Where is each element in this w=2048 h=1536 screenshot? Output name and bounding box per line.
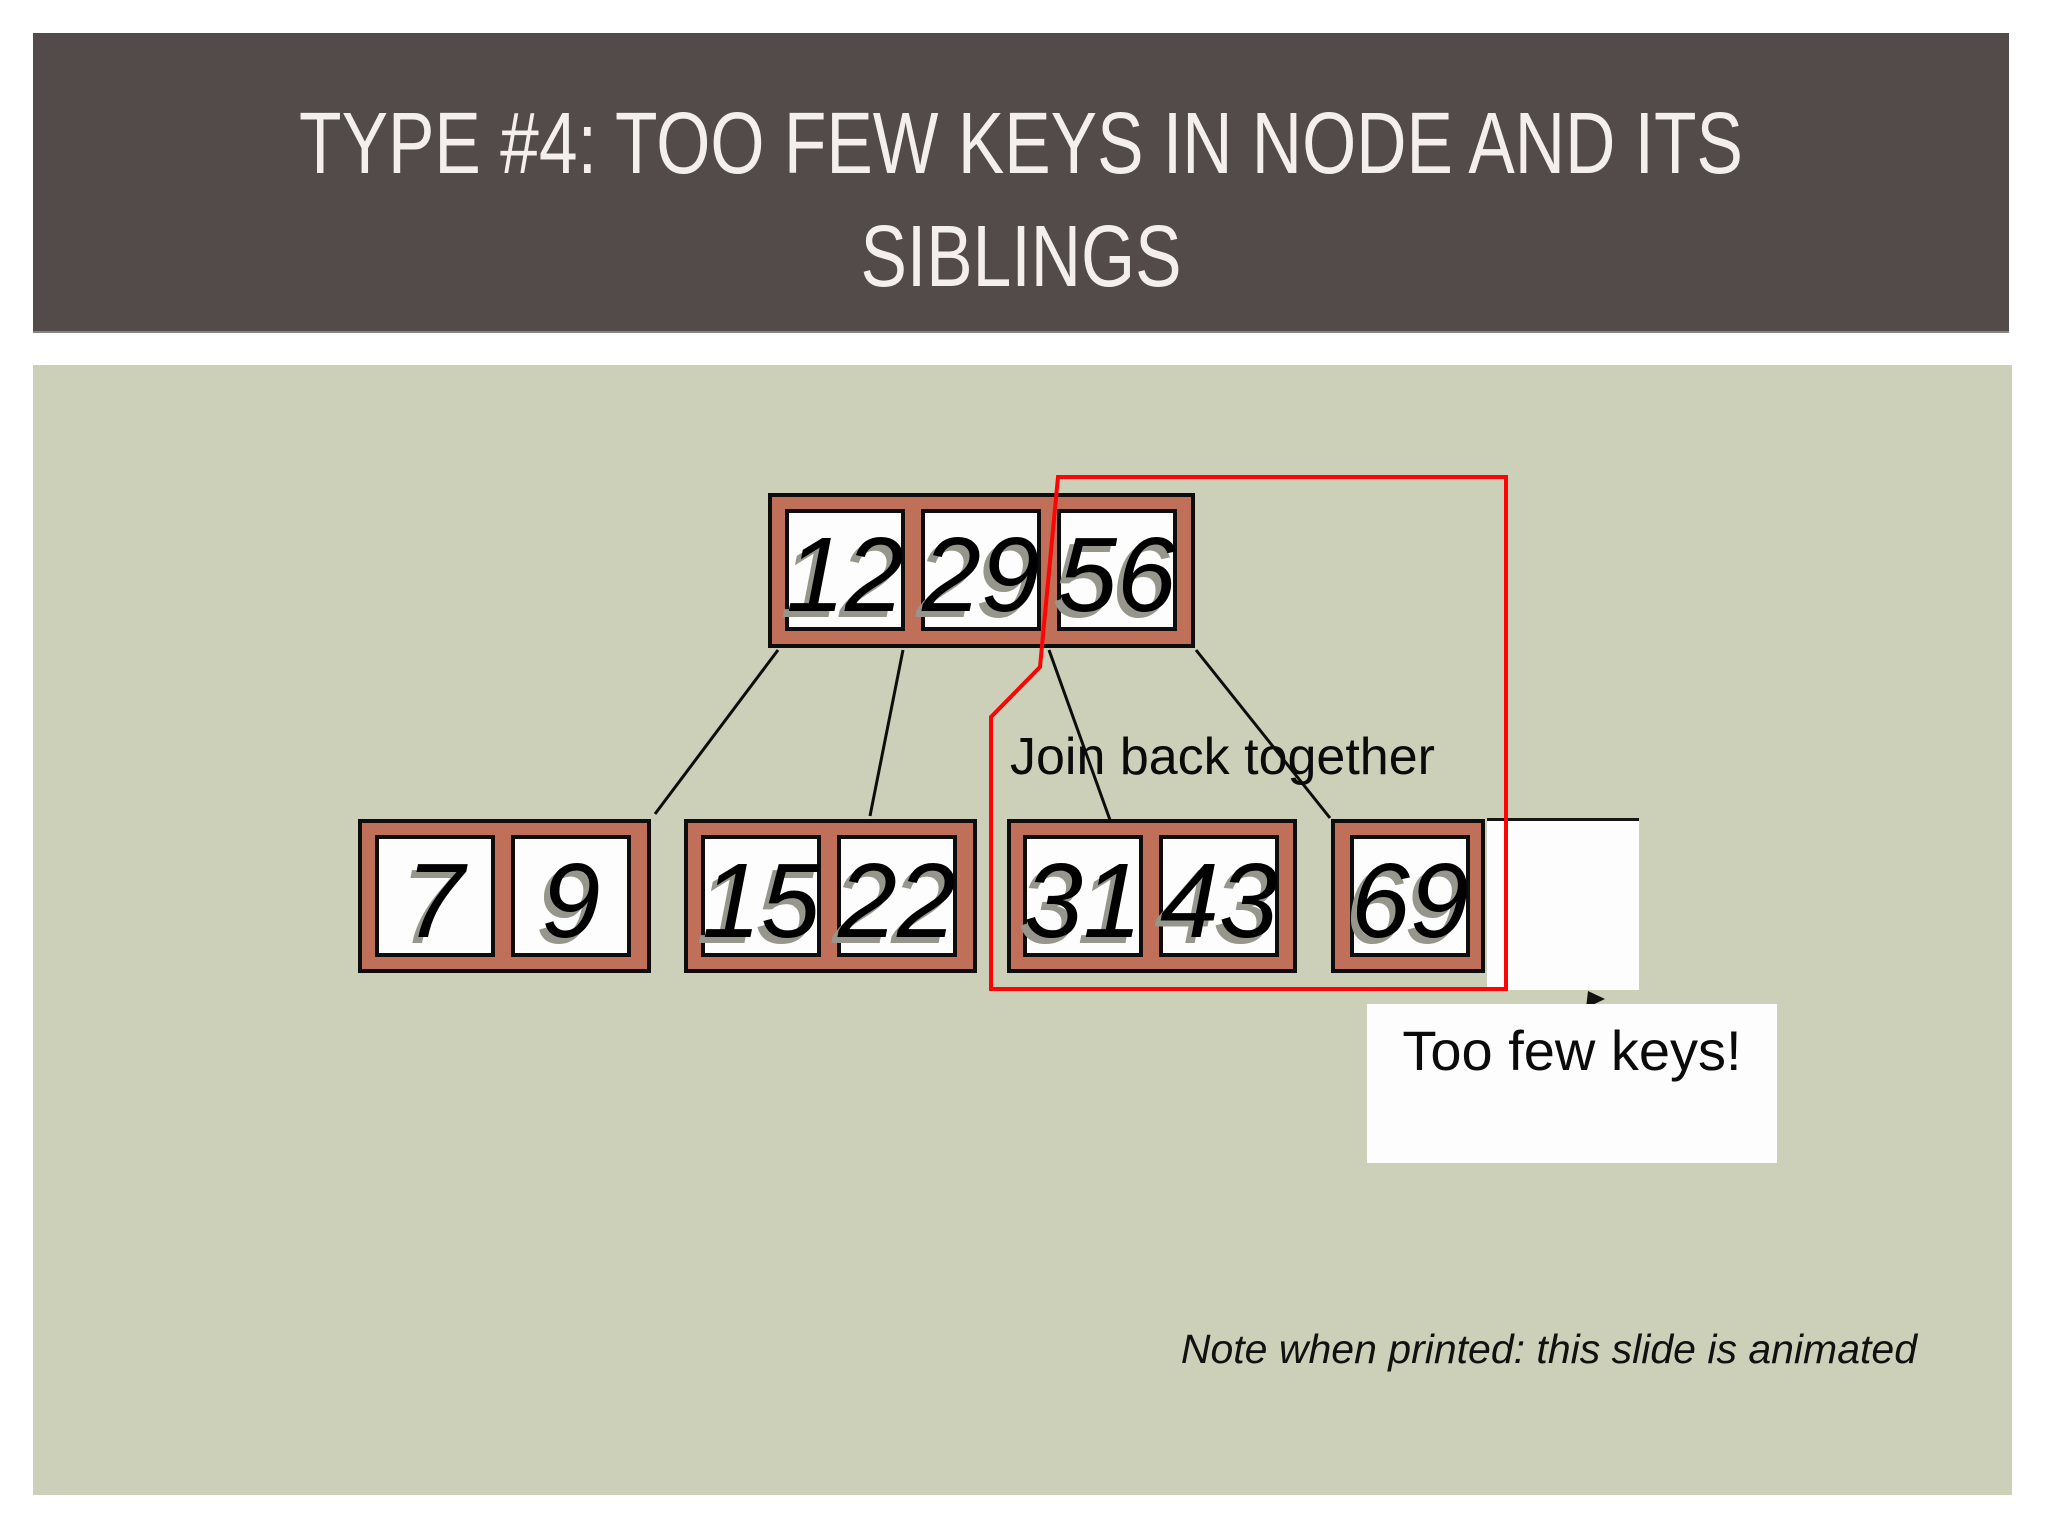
join-back-together-label: Join back together — [1010, 728, 1435, 786]
key-cell: 43 — [1159, 835, 1279, 957]
key-cell: 56 — [1057, 509, 1177, 631]
tree-node-child2: 15 22 — [684, 819, 977, 973]
key-cell: 22 — [837, 835, 957, 957]
key-cell: 29 — [921, 509, 1041, 631]
too-few-keys-label: Too few keys! — [1402, 1019, 1742, 1082]
key-cell: 69 — [1350, 835, 1470, 957]
key-cell: 7 — [375, 835, 495, 957]
slide-header: TYPE #4: TOO FEW KEYS IN NODE AND ITS SI… — [33, 33, 2009, 333]
slide-title: TYPE #4: TOO FEW KEYS IN NODE AND ITS SI… — [33, 33, 2009, 313]
key-cell: 12 — [785, 509, 905, 631]
slide-title-line2: SIBLINGS — [860, 208, 1182, 305]
animation-note: Note when printed: this slide is animate… — [1180, 1326, 1917, 1372]
key-cell: 31 — [1023, 835, 1143, 957]
too-few-keys-callout: Too few keys! — [1367, 1004, 1777, 1163]
tree-node-child1: 7 9 — [358, 819, 651, 973]
slide-title-line1: TYPE #4: TOO FEW KEYS IN NODE AND ITS — [299, 95, 1743, 192]
tree-node-child3: 31 43 — [1007, 819, 1297, 973]
key-cell: 9 — [511, 835, 631, 957]
tree-node-root: 12 29 56 — [768, 493, 1195, 648]
removed-key-cover — [1487, 818, 1639, 990]
key-cell: 15 — [701, 835, 821, 957]
tree-node-child4: 69 — [1331, 819, 1485, 973]
